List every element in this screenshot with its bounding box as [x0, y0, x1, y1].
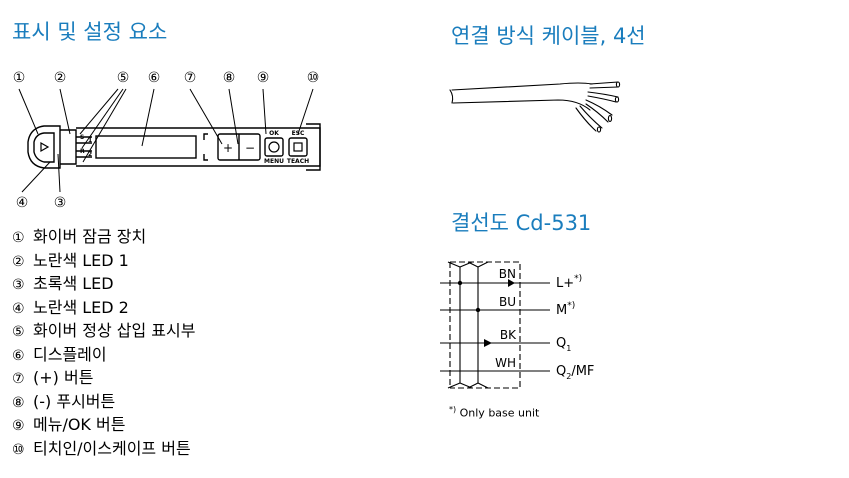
wire-label-q2-mf: Q2/MF — [556, 364, 594, 381]
legend-item: ⑦(+) 버튼 — [12, 368, 94, 387]
callout-1: ① — [13, 70, 26, 86]
callout-4: ④ — [16, 195, 29, 211]
bk-arrow-icon — [484, 339, 492, 347]
wire-label-q1: Q1 — [556, 336, 571, 353]
wire-code-bu: BU — [499, 295, 516, 309]
plus-button-label: + — [223, 141, 233, 155]
led-s-label: S — [80, 134, 84, 141]
heading-wiring-diagram: 결선도 Cd-531 — [451, 211, 592, 235]
heading-cable-connection: 연결 방식 케이블, 4선 — [451, 24, 646, 48]
wire-label-m: M*) — [556, 301, 575, 318]
callout-7: ⑦ — [184, 70, 197, 86]
wire-label-lplus: L+*) — [556, 274, 582, 291]
heading-display-elements: 표시 및 설정 요소 — [12, 20, 168, 44]
wire-code-bk: BK — [500, 328, 517, 342]
legend-item: ⑧(-) 푸시버튼 — [12, 391, 116, 411]
callout-3: ③ — [54, 195, 67, 211]
cable-drawing — [449, 81, 621, 133]
callout-9: ⑨ — [257, 70, 270, 86]
leader-lines — [18, 88, 314, 193]
callout-6: ⑥ — [148, 70, 161, 86]
menu-label: MENU — [264, 158, 284, 165]
wire-code-wh: WH — [495, 356, 516, 370]
minus-button-label: − — [245, 141, 255, 155]
bn-arrow-icon — [508, 279, 515, 287]
callout-2: ② — [54, 70, 67, 86]
sensor-device-drawing: ① ② ⑤ ⑥ ⑦ ⑧ ⑨ ⑩ + − S 1 — [13, 70, 321, 211]
led-2-label: 2 — [88, 151, 92, 158]
lock-arrow-icon — [40, 141, 50, 153]
led-1-label: 1 — [88, 137, 92, 144]
led-r-label: R — [80, 148, 85, 155]
wiring-diagram: BN BU BK WH L+*) M*) Q1 Q2/MF — [440, 261, 594, 389]
esc-label: ESC — [292, 130, 305, 137]
esc-button-icon — [293, 142, 303, 152]
ok-label: OK — [269, 130, 279, 137]
wire-code-bn: BN — [499, 267, 516, 281]
footnote: *) Only base unit — [449, 405, 540, 420]
callout-10: ⑩ — [307, 70, 320, 86]
callout-5: ⑤ — [117, 70, 130, 86]
sensor-body — [27, 123, 321, 171]
ok-button-icon — [268, 141, 280, 153]
teach-label: TEACH — [287, 158, 309, 165]
callout-8: ⑧ — [223, 70, 236, 86]
